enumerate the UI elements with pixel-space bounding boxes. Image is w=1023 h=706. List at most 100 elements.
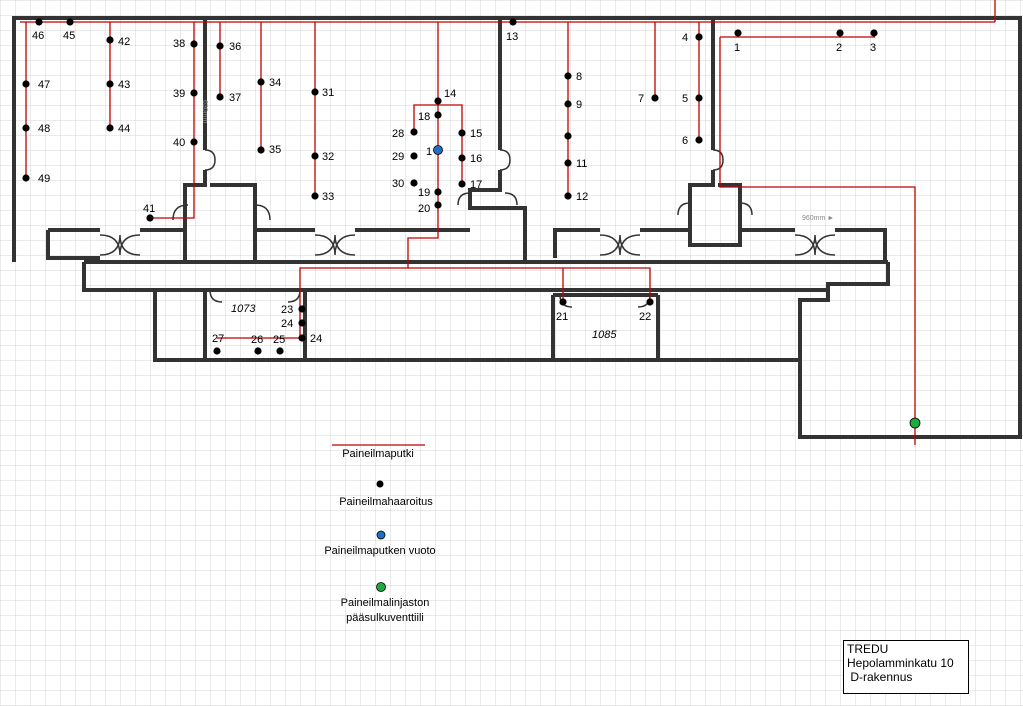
outlet-label-29: 29 [392,151,404,163]
outlet-point-39 [190,89,198,97]
outlet-point-27 [213,347,221,355]
outer-wall-upper [12,16,1022,439]
outlet-label-17: 17 [470,179,482,191]
outlet-point-31 [311,88,319,96]
dimension-960: 960mm ► [802,215,834,222]
outlet-point-19 [434,188,442,196]
legend-leak-swatch [376,530,386,540]
outlet-label-24b: 24 [310,333,322,345]
outlet-label-12: 12 [576,191,588,203]
title-line-3: D-rakennus [847,670,913,684]
outlet-point-49 [22,174,30,182]
outlet-label-36: 36 [229,41,241,53]
outlet-label-44: 44 [118,123,130,135]
legend-outlet-label: Paineilmahaaroitus [339,496,433,508]
outlet-point-43 [106,80,114,88]
outlet-label-48: 48 [38,123,50,135]
outlet-label-35: 35 [269,144,281,156]
door-4 [794,234,836,256]
outlet-point-22 [646,298,654,306]
legend-pipe-label: Paineilmaputki [342,448,414,460]
outlet-label-6: 6 [682,135,688,147]
outlet-label-4: 4 [682,32,688,44]
outlet-label-32: 32 [322,151,334,163]
outlet-label-3: 3 [870,42,876,54]
outlet-point-1 [734,29,742,37]
outlet-point-42 [106,36,114,44]
room-label-1085: 1085 [592,329,617,341]
outlet-label-5: 5 [682,93,688,105]
outlet-label-13: 13 [506,31,518,43]
outlet-point-44 [106,124,114,132]
outlet-point-17 [458,180,466,188]
title-block: TREDU Hepolamminkatu 10 D-rakennus [843,640,969,694]
outlet-label-15: 15 [470,128,482,140]
outlet-label-9: 9 [576,99,582,111]
outlet-point-25 [276,347,284,355]
outlet-point-18 [434,111,442,119]
outlet-label-27: 27 [212,333,224,345]
outlet-point-23 [298,305,306,313]
walls [12,16,1022,439]
outlet-point-24a [298,319,306,327]
legend-outlet-swatch [376,480,384,488]
outlet-label-28: 28 [392,128,404,140]
outlet-point-30 [410,179,418,187]
outlet-point-2 [836,29,844,37]
outlet-label-14: 14 [444,88,456,100]
outlet-point-35 [257,146,265,154]
outlet-label-41: 41 [143,203,155,215]
room-label-1073: 1073 [231,303,256,315]
outlet-point-4 [695,33,703,41]
outlet-label-45: 45 [63,30,75,42]
outlet-point-7 [651,94,659,102]
corridor-wall-h [835,228,887,262]
door-3 [599,234,641,256]
door-9 [499,149,511,171]
outlet-point-5 [695,94,703,102]
main-shutoff-valve [909,417,921,429]
outlet-point-10 [564,132,572,140]
outlet-label-1: 1 [734,42,740,54]
dimension-vertical: 630mm [201,100,208,124]
outlet-point-15 [458,129,466,137]
outlet-point-45 [66,18,74,26]
outlet-label-26: 26 [251,334,263,346]
outlet-point-41 [146,214,154,222]
door-2 [314,234,356,256]
pipe-lower-right [408,267,651,302]
outlet-point-36 [216,42,224,50]
outlet-point-26 [254,347,262,355]
outlet-point-24b [298,334,306,342]
outlet-point-38 [190,40,198,48]
core-block-2 [468,170,527,262]
outlet-point-14 [434,97,442,105]
outlet-label-11: 11 [576,158,587,170]
outlet-label-23: 23 [281,304,293,316]
outlet-point-47 [22,80,30,88]
outlet-label-34: 34 [269,77,281,89]
door-6 [457,192,518,206]
title-line-1: TREDU [847,642,889,656]
title-line-2: Hepolamminkatu 10 [847,656,954,670]
outlet-label-19: 19 [418,187,430,199]
outlet-label-21: 21 [556,311,568,323]
outlet-label-24a: 24 [281,318,293,330]
outlet-point-3 [870,29,878,37]
compressed-air-pipes [20,0,996,445]
pipe-36-41 [150,22,195,219]
outlet-label-25: 25 [273,334,285,346]
corridor-wall-e [553,228,600,258]
outlet-point-13 [509,18,517,26]
outlet-label-46: 46 [32,30,44,42]
outlet-label-30: 30 [392,178,404,190]
outlet-point-8 [564,72,572,80]
outlet-point-20 [434,201,442,209]
outlet-point-29 [410,152,418,160]
outlet-label-43: 43 [118,79,130,91]
outlet-label-49: 49 [38,173,50,185]
outlet-label-42: 42 [118,36,130,48]
outlet-label-7: 7 [638,93,644,105]
